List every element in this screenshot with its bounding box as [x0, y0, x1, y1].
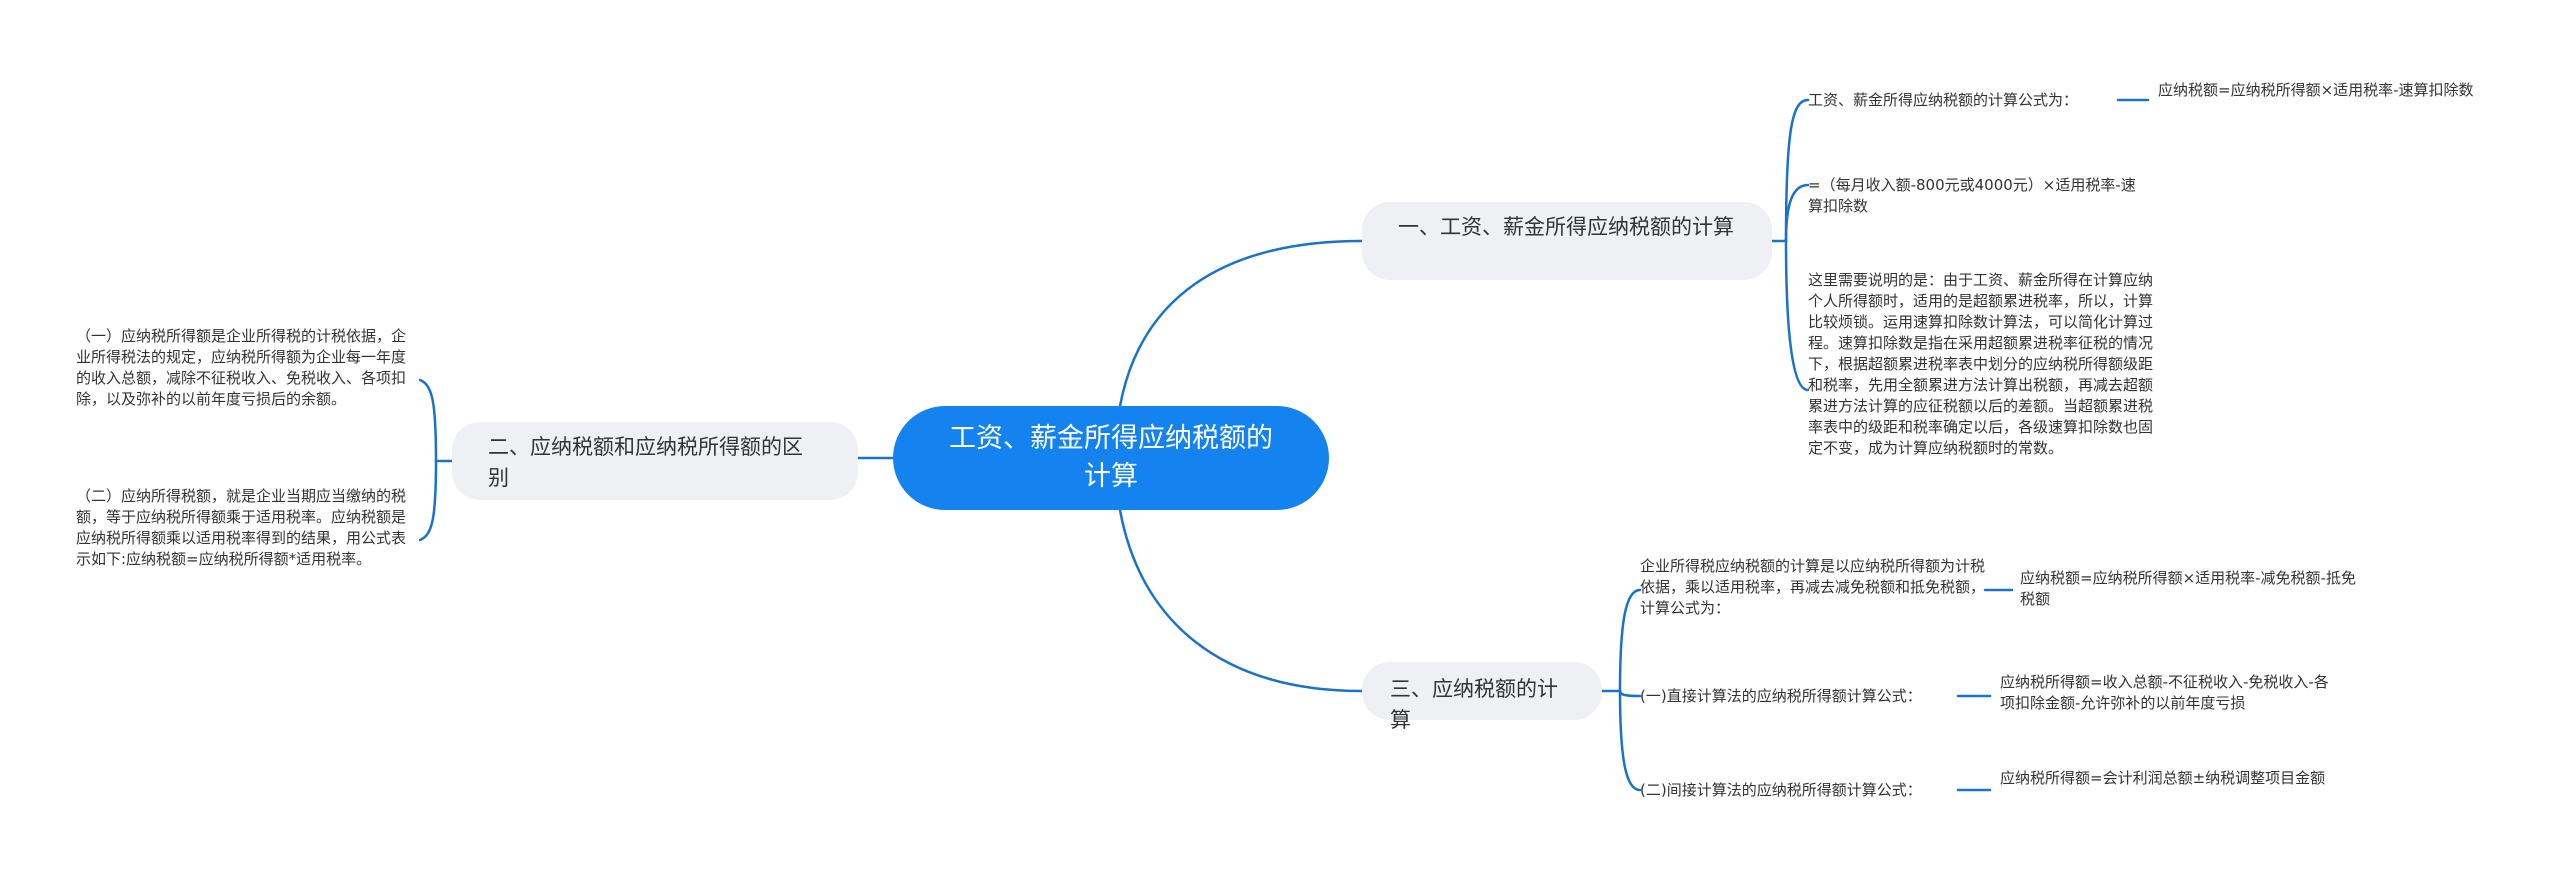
leaf-corp-formula-label[interactable]: 企业所得税应纳税额的计算是以应纳税所得额为计税依据，乘以适用税率，再减去减免税额…: [1640, 557, 1986, 617]
leaf-note[interactable]: 这里需要说明的是：由于工资、薪金所得在计算应纳个人所得额时，适用的是超额累进税率…: [1808, 271, 2154, 457]
link-b2-d1: [418, 378, 438, 463]
leaf-corp-formula[interactable]: 应纳税额=应纳税所得额×适用税率-减免税额-抵免税额: [2020, 569, 2356, 608]
link-b1-note: [1784, 239, 1810, 392]
link-b1-f1: [1784, 98, 1810, 243]
link-b3-c2: [1618, 689, 1642, 698]
root-topic[interactable]: 工资、薪金所得应纳税额的计算: [893, 406, 1329, 510]
leaf-taxable-income-definition[interactable]: （一）应纳税所得额是企业所得税的计税依据，企业所得税法的规定，应纳税所得额为企业…: [76, 327, 407, 408]
leaf-tax-payable-definition[interactable]: （二）应纳所得税额，就是企业当期应当缴纳的税额，等于应纳税所得额乘于适用税率。应…: [76, 487, 407, 568]
branch-tax-payable-calc[interactable]: 三、应纳税额的计算: [1362, 662, 1602, 732]
link-root-b3: [1118, 508, 1364, 693]
branch-difference[interactable]: 二、应纳税额和应纳税所得额的区别: [452, 422, 858, 500]
leaf-indirect-method-formula[interactable]: 应纳税所得额=会计利润总额±纳税调整项目金额: [2000, 769, 2326, 787]
link-b3-c3: [1618, 689, 1642, 792]
branch-salary-tax-calc[interactable]: 一、工资、薪金所得应纳税额的计算: [1362, 202, 1772, 280]
leaf-formula-label[interactable]: 工资、薪金所得应纳税额的计算公式为：: [1808, 91, 2079, 109]
leaf-formula[interactable]: 应纳税额=应纳税所得额×适用税率-速算扣除数: [2158, 81, 2474, 99]
link-b2-d2: [418, 459, 438, 542]
link-root-b1: [1118, 239, 1364, 408]
link-b3-c1: [1618, 588, 1642, 693]
link-b1-f2: [1784, 183, 1810, 243]
leaf-indirect-method-label[interactable]: (二)间接计算法的应纳税所得额计算公式：: [1640, 781, 1922, 799]
leaf-direct-method-formula[interactable]: 应纳税所得额=收入总额-不征税收入-免税收入-各项扣除金额-允许弥补的以前年度亏…: [2000, 673, 2329, 712]
leaf-direct-method-label[interactable]: (一)直接计算法的应纳税所得额计算公式：: [1640, 687, 1922, 705]
leaf-formula-expanded[interactable]: =（每月收入额-800元或4000元）×适用税率-速算扣除数: [1808, 176, 2136, 215]
